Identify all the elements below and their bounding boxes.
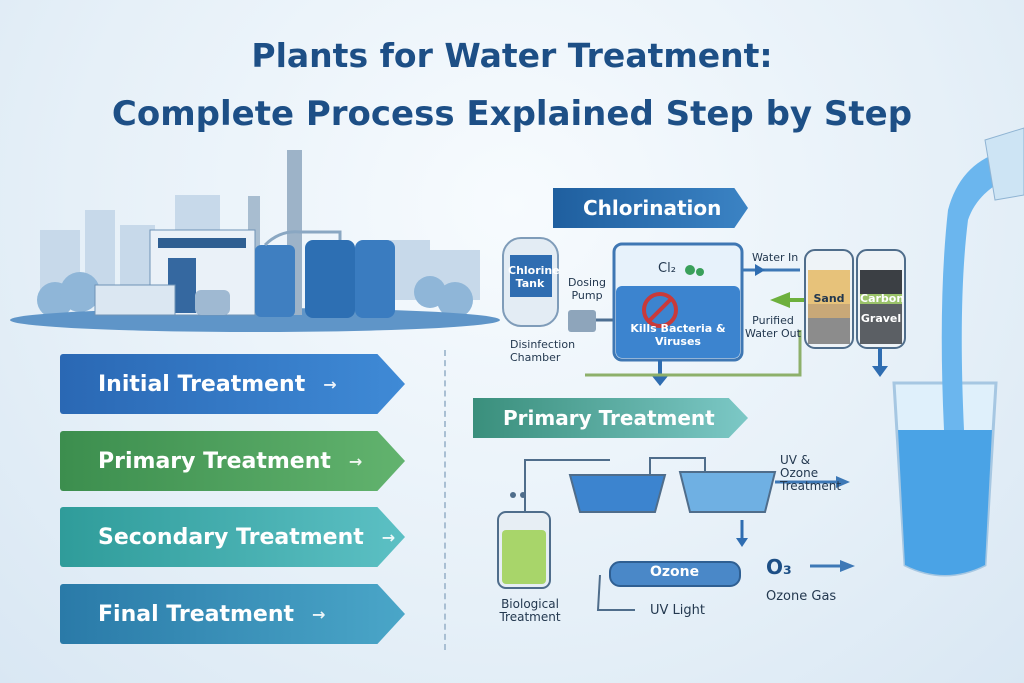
kills-bacteria-label: Kills Bacteria & Viruses: [630, 322, 726, 348]
step-label: Secondary Treatment: [98, 524, 364, 550]
return-pipe: [585, 330, 802, 377]
arrow-right-icon: →: [381, 527, 396, 547]
disinfection-chamber: [612, 242, 744, 362]
dosing-pump: [568, 310, 596, 332]
chlorination-banner: Chlorination: [553, 188, 748, 228]
carbon-filter: [856, 249, 906, 349]
storage-tanks: [255, 230, 395, 318]
step-primary-treatment[interactable]: Primary Treatment →: [60, 431, 405, 491]
step-label: Initial Treatment: [98, 371, 306, 397]
purified-water-label: Purified Water Out: [745, 314, 801, 340]
uv-light-label: UV Light: [650, 603, 705, 618]
arrow-right-icon: →: [348, 451, 363, 471]
step-final-treatment[interactable]: Final Treatment →: [60, 584, 405, 644]
trees: [37, 272, 473, 318]
purified-arrow-icon: [770, 292, 790, 308]
step-secondary-treatment[interactable]: Secondary Treatment →: [60, 507, 405, 567]
page-title-line1: Plants for Water Treatment:: [251, 36, 773, 75]
water-in-label: Water In: [752, 251, 799, 264]
step-initial-treatment[interactable]: Initial Treatment →: [60, 354, 405, 414]
sedimentation-basin-2: [678, 471, 777, 513]
arrow-right-icon: →: [312, 604, 326, 624]
bio-tank: [497, 511, 551, 589]
chlorine-tank-label: Chlorine Tank: [508, 264, 560, 290]
pipe-spout: [984, 127, 1024, 201]
page-title-line2: Complete Process Explained Step by Step: [111, 94, 913, 134]
disinfection-chamber-label: Disinfection Chamber: [510, 338, 576, 364]
water-glass: [892, 381, 998, 577]
small-tank: [195, 290, 230, 315]
uv-ozone-label: UV & Ozone Treatment: [780, 453, 842, 493]
divider: [444, 350, 446, 650]
primary-treatment-banner: Primary Treatment: [473, 398, 748, 438]
sedimentation-basin-1: [568, 474, 667, 513]
sand-filter: [804, 249, 854, 349]
gravel-label: Gravel: [860, 312, 902, 325]
biological-treatment-label: Biological Treatment: [499, 597, 561, 624]
pouring-water: [941, 152, 1015, 430]
chlorine-symbol: Cl₂: [658, 261, 676, 276]
chlorine-tank: [502, 237, 559, 327]
o3-symbol: O₃: [766, 555, 792, 579]
sand-label: Sand: [813, 292, 845, 305]
step-label: Primary Treatment: [98, 448, 331, 474]
uv-ozone-unit: [609, 561, 741, 587]
carbon-label: Carbon: [860, 292, 905, 305]
dosing-pump-label: Dosing Pump: [568, 276, 606, 302]
step-label: Final Treatment: [98, 601, 295, 627]
ozone-unit-label: Ozone: [650, 564, 700, 580]
arrow-right-icon: →: [323, 374, 337, 394]
ozone-gas-label: Ozone Gas: [766, 589, 837, 604]
